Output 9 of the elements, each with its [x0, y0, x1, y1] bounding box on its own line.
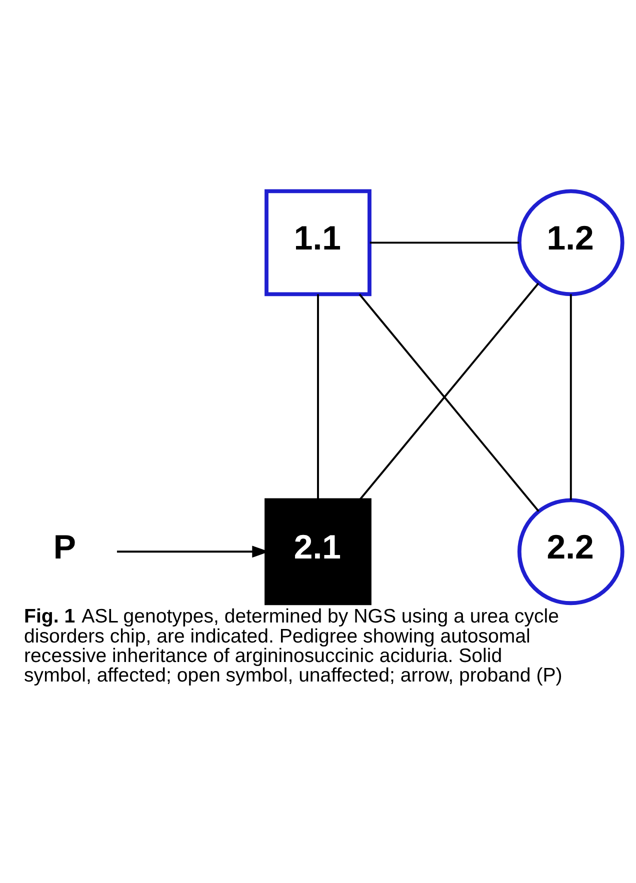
- connector: [370, 242, 520, 244]
- node-text: P: [53, 528, 76, 567]
- connector: [570, 294, 572, 500]
- connector: [317, 294, 319, 500]
- node-circle: 2.2: [517, 498, 624, 606]
- node-box: 2.1: [264, 498, 372, 606]
- node-box: 1.1: [264, 189, 372, 296]
- caption: Fig. 1 ASL genotypes, determined by NGS using a urea cycle disorders chip, are indicated. Pedigree showing autosomal recessive inheritance of argininosuccinic aciduria. Solid symbol, affected; open symbol, unaffected; arrow, proband (P): [24, 606, 562, 686]
- node-circle: 1.2: [517, 189, 624, 296]
